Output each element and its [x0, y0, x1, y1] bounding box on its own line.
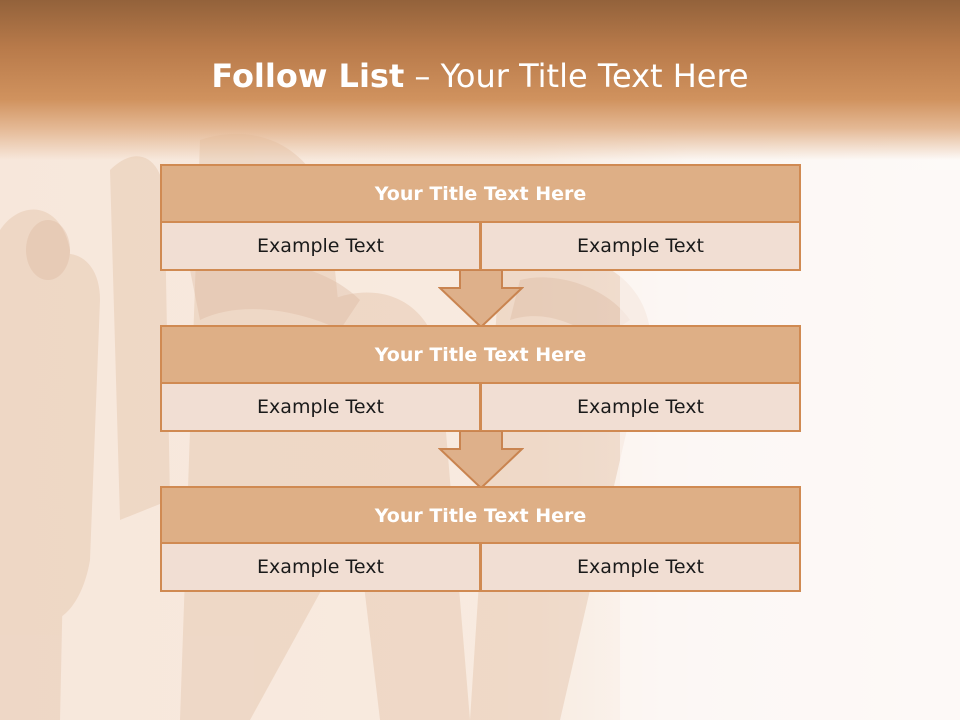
header-band — [0, 0, 960, 160]
down-arrow-icon — [438, 270, 524, 328]
title-separator: – — [414, 57, 431, 95]
block-cell-right: Example Text — [480, 542, 801, 592]
block-cell-left: Example Text — [160, 542, 481, 592]
block-title: Your Title Text Here — [160, 164, 801, 223]
slide-title: Follow List – Your Title Text Here — [0, 52, 960, 100]
block-title: Your Title Text Here — [160, 486, 801, 545]
block-cell-right: Example Text — [480, 382, 801, 432]
down-arrow-icon — [438, 431, 524, 489]
block-title: Your Title Text Here — [160, 325, 801, 384]
block-cell-right: Example Text — [480, 221, 801, 271]
block-cell-left: Example Text — [160, 382, 481, 432]
title-bold: Follow List — [211, 57, 405, 95]
title-rest: Your Title Text Here — [440, 57, 749, 95]
block-cell-left: Example Text — [160, 221, 481, 271]
